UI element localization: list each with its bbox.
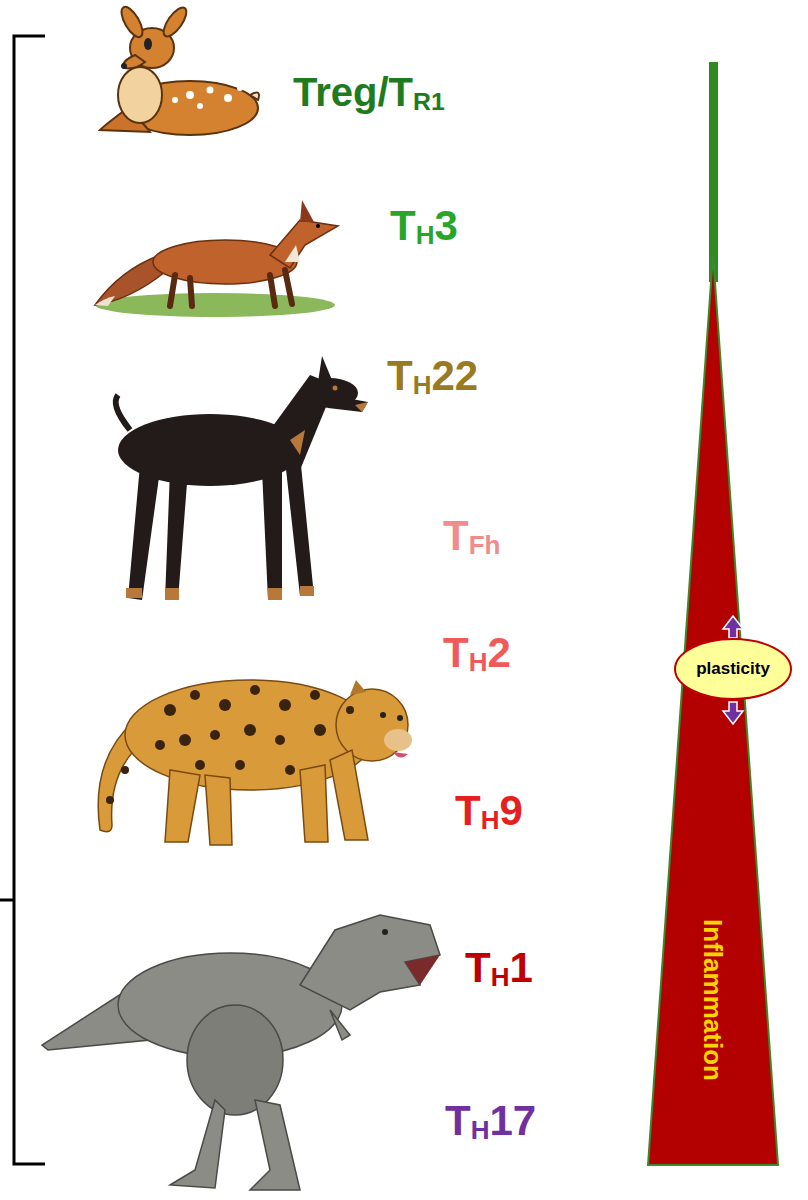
leopard-figure [98,680,412,845]
cell-type-label: Treg/TR1 [293,70,445,114]
cell-type-label: TFh [443,513,500,559]
bracket [0,36,45,1164]
cell-type-label: TH1 [465,945,533,991]
inflammation-wedge: Inflammation [646,250,782,1168]
dog-figure [116,356,368,600]
regulation-bar [709,62,718,282]
plasticity-oval: plasticity [673,637,793,701]
cell-type-label: TH2 [443,630,511,676]
deer-figure [100,4,259,135]
oval-label: plasticity [696,659,770,679]
cell-type-label: TH17 [445,1098,536,1144]
cell-type-label: TH22 [387,353,478,399]
fox-figure [95,200,338,317]
dinosaur-figure [42,915,440,1190]
wedge-label: Inflammation [700,919,726,1081]
cell-type-label: TH9 [455,788,523,834]
cell-type-label: TH3 [390,203,458,249]
